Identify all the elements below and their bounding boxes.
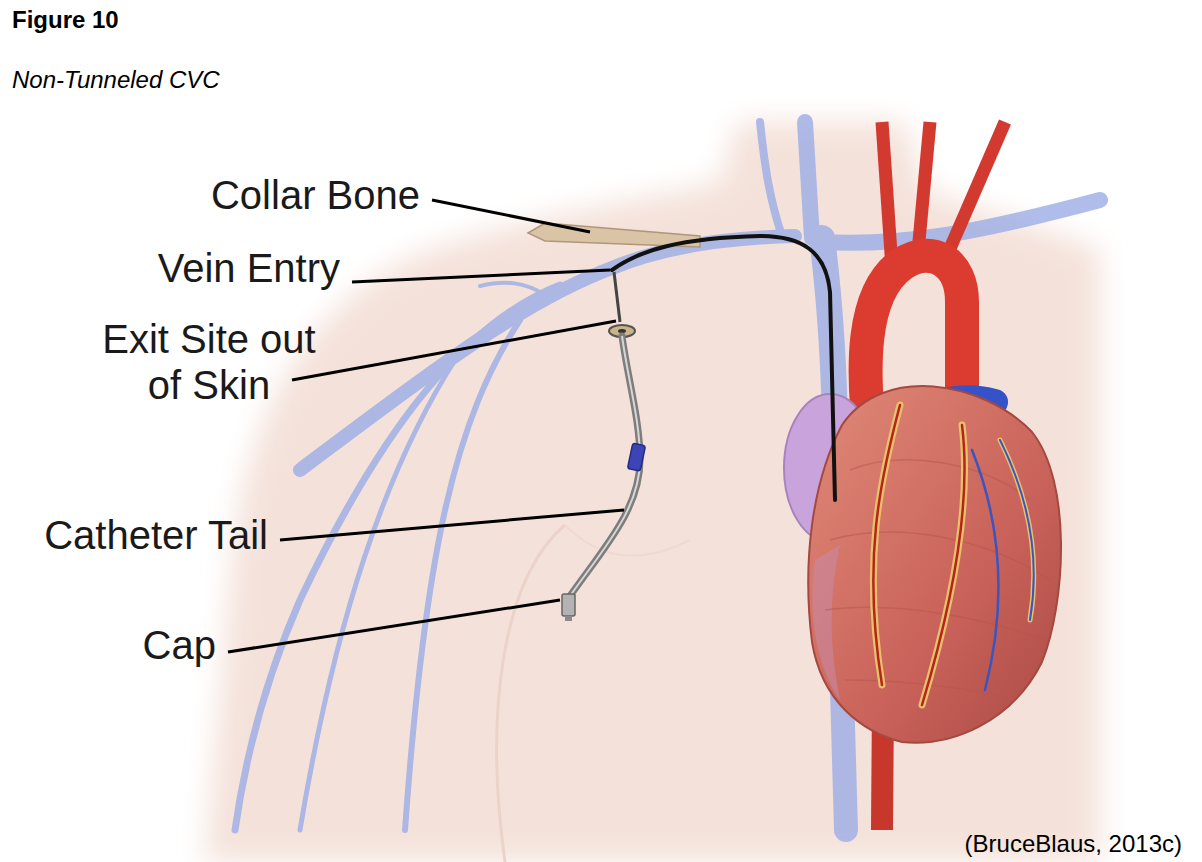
arm-vein: [405, 320, 520, 830]
subclavian-vein: [300, 236, 795, 470]
exit-site-hub-center: [618, 329, 626, 333]
part-label: Exit Site out of Skin: [89, 316, 329, 408]
catheter-skin-segment: [614, 272, 620, 322]
leader-line: [228, 600, 560, 652]
leader-line: [352, 270, 610, 282]
armpit-contour: [497, 525, 565, 862]
coronary-vein: [1000, 440, 1034, 620]
catheter-clamp: [627, 443, 645, 471]
leader-line: [292, 321, 616, 380]
coronary-fat: [1000, 440, 1034, 620]
arm-vein: [235, 285, 560, 830]
external-jugular-vein: [760, 122, 782, 236]
muscle-line: [830, 532, 1050, 580]
catheter-cap: [562, 594, 575, 616]
muscle-line: [825, 607, 1045, 640]
part-label: Catheter Tail: [44, 512, 268, 558]
part-label: Cap: [143, 622, 216, 668]
image-credit: (BruceBlaus, 2013c): [965, 830, 1182, 858]
internal-jugular-vein: [805, 122, 812, 238]
coronary-fat: [922, 425, 965, 705]
arm-vein: [300, 360, 455, 830]
coronary-artery: [922, 425, 965, 705]
coronary-vein: [972, 450, 998, 690]
chest-contour: [565, 525, 690, 556]
figure-title: Non-Tunneled CVC: [12, 66, 220, 94]
heart: [808, 386, 1061, 743]
coronary-artery: [873, 405, 900, 685]
right-ventricle-edge: [812, 545, 840, 700]
shoulder-vein: [480, 283, 545, 295]
catheter-internal: [612, 236, 835, 500]
artery-branch: [918, 122, 930, 252]
torso: [205, 122, 1100, 862]
artery-branch: [945, 122, 1005, 260]
artery-branch: [882, 122, 892, 268]
part-label: Collar Bone: [211, 172, 420, 218]
leader-line: [432, 200, 590, 232]
cap-tip: [565, 616, 572, 621]
coronary-fat: [873, 405, 900, 685]
leader-line: [280, 510, 624, 540]
part-label: Vein Entry: [158, 245, 340, 291]
figure-number: Figure 10: [12, 6, 119, 34]
